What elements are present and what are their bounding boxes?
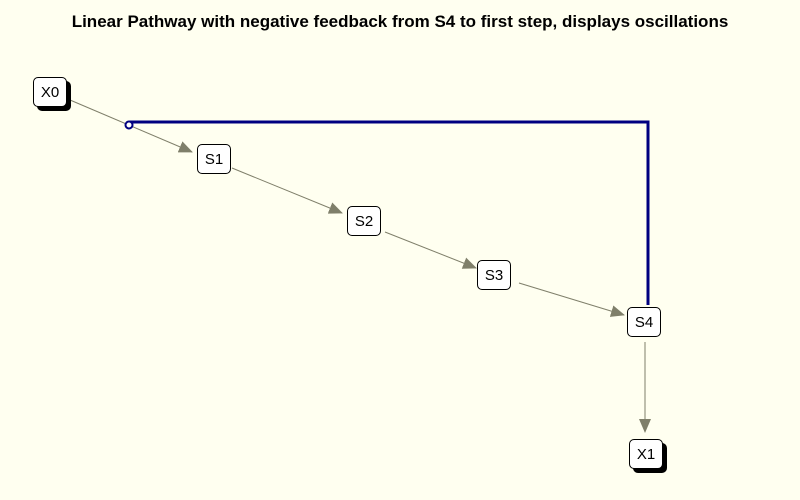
edge-s2-to-s3[interactable] xyxy=(384,231,477,269)
feedback-edge-s4-to-first-step[interactable] xyxy=(129,120,650,305)
node-s3[interactable]: S3 xyxy=(477,260,511,290)
feedback-inhibition-marker xyxy=(124,120,134,130)
node-s1[interactable]: S1 xyxy=(197,144,231,174)
edge-s1-to-s2[interactable] xyxy=(231,167,343,214)
node-x1[interactable]: X1 xyxy=(629,439,663,469)
node-x0[interactable]: X0 xyxy=(33,77,67,107)
node-s2[interactable]: S2 xyxy=(347,206,381,236)
edge-s3-to-s4[interactable] xyxy=(518,282,625,317)
node-s4[interactable]: S4 xyxy=(627,307,661,337)
diagram-title: Linear Pathway with negative feedback fr… xyxy=(71,12,729,31)
